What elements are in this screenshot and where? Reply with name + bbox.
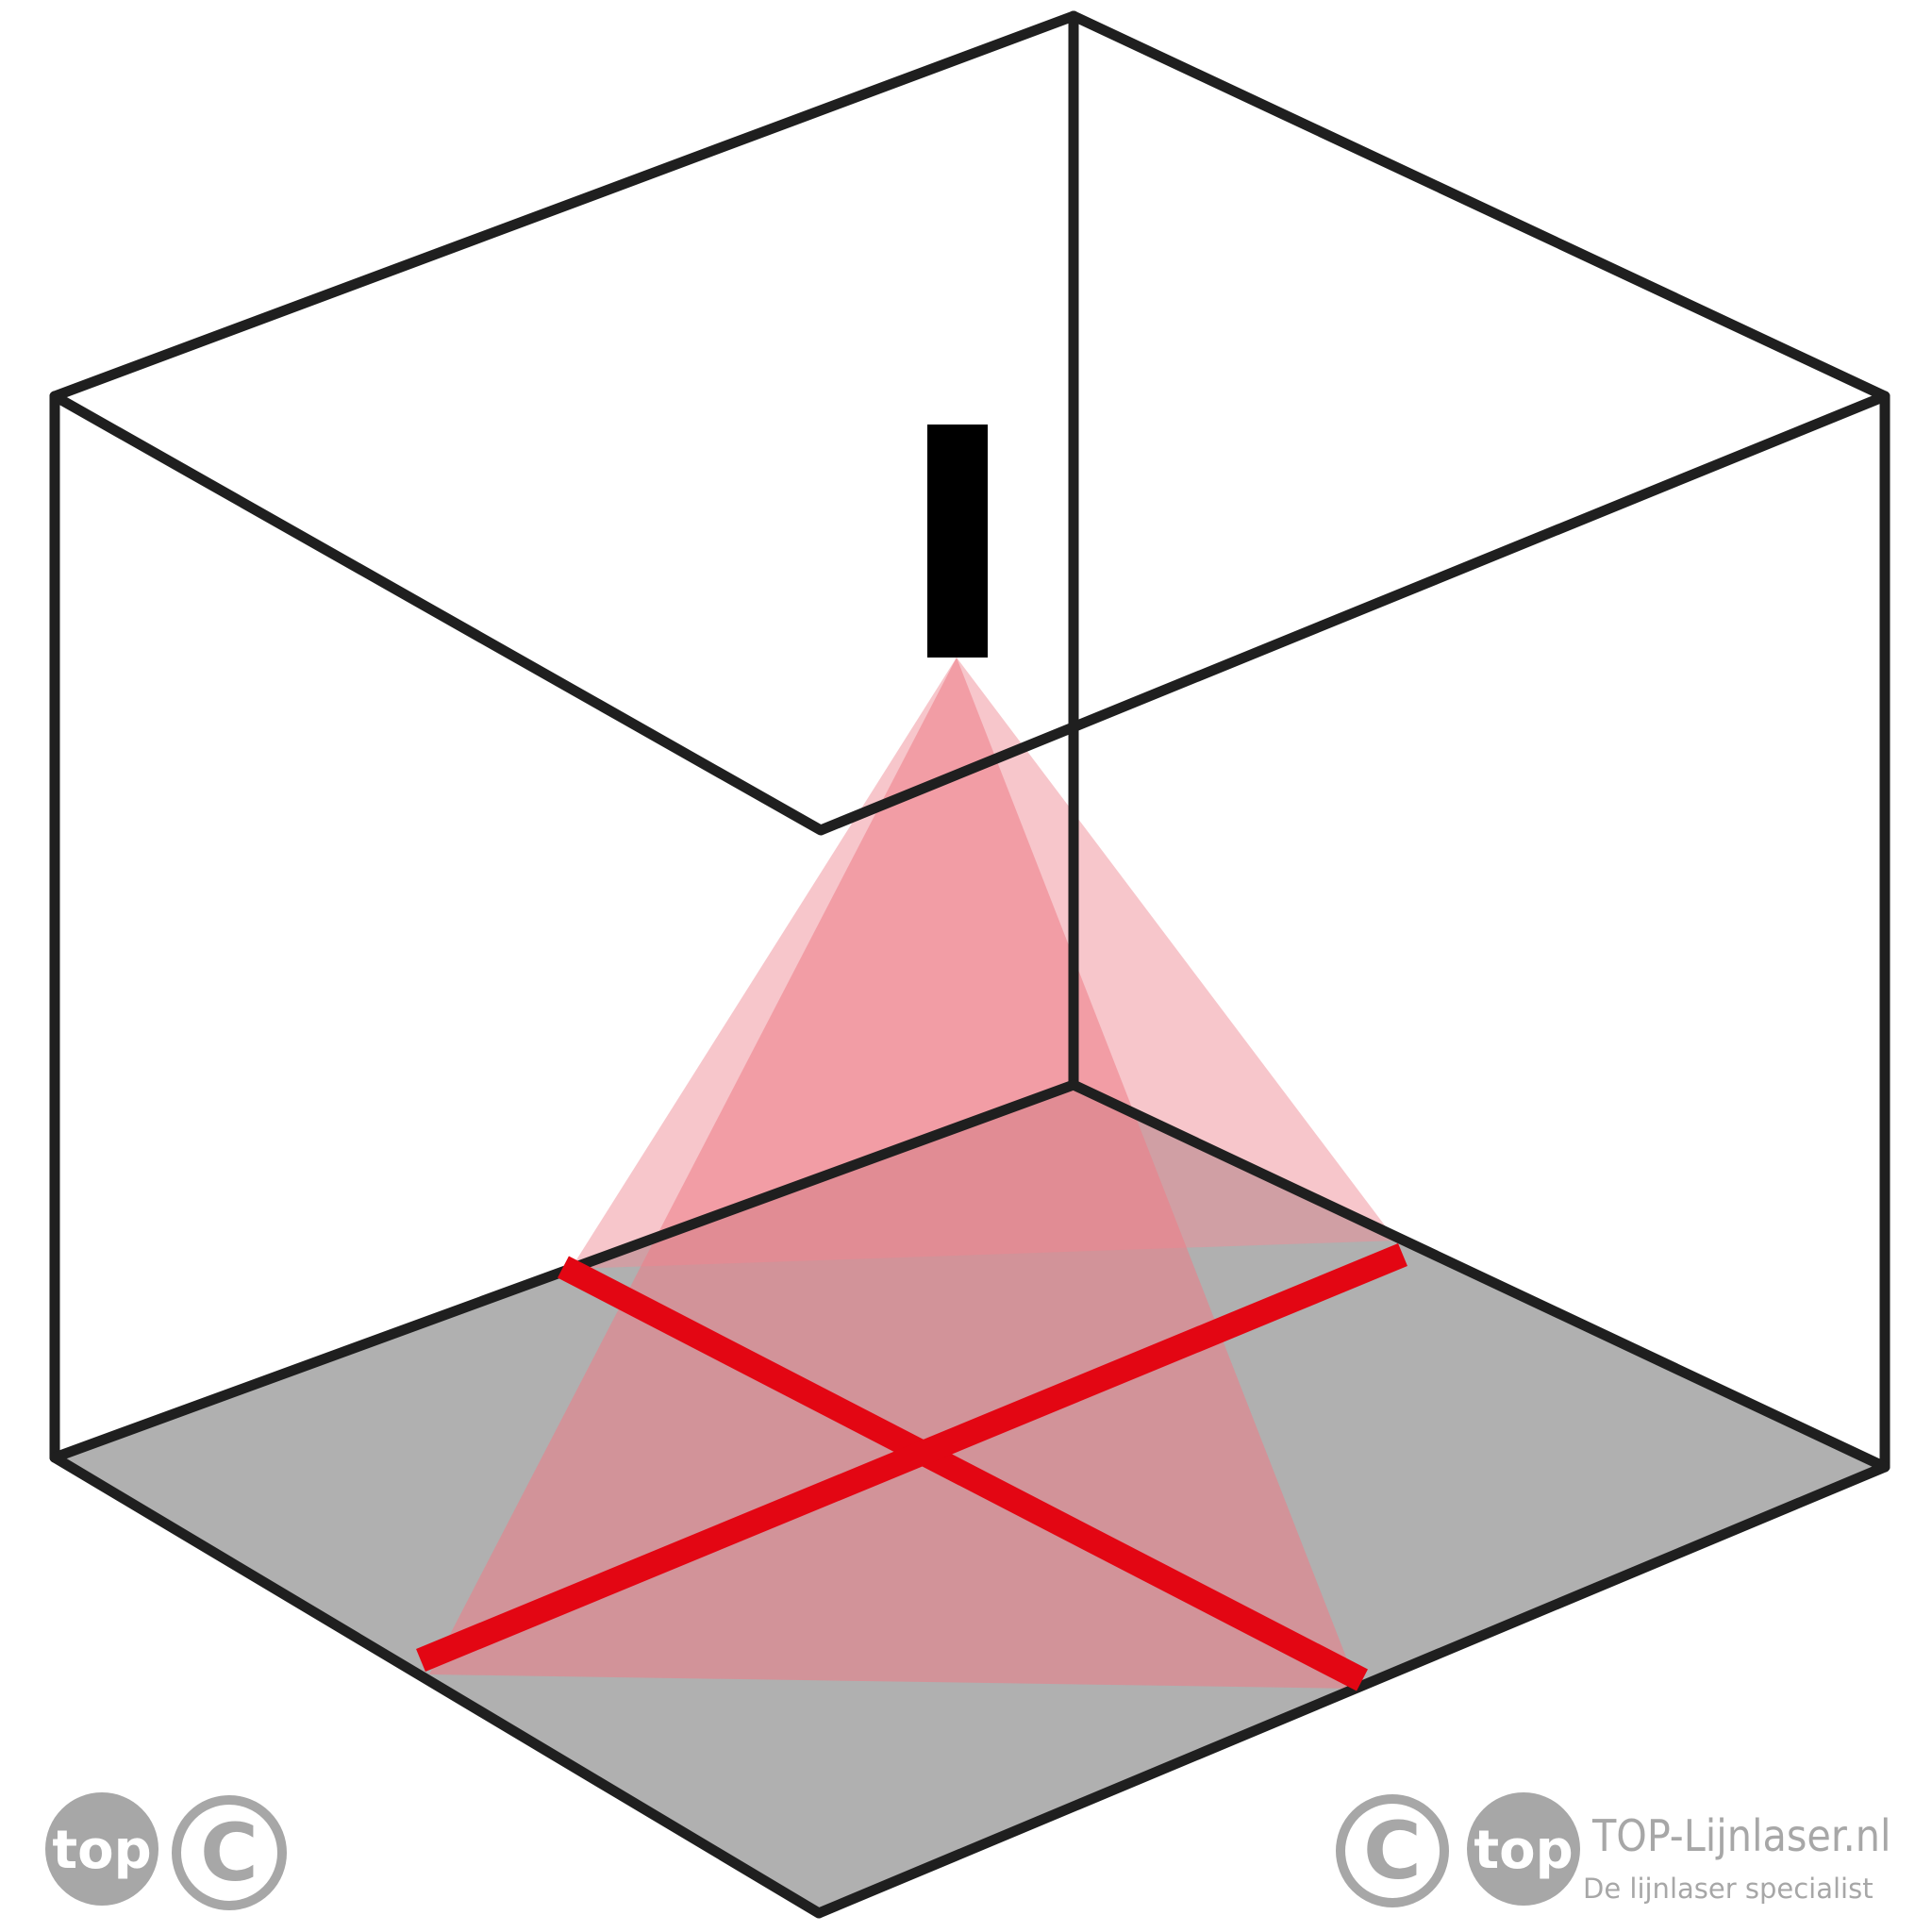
watermark-right: C top TOP-Lijnlaser.nl De lijnlaser spec… — [1336, 1792, 1891, 1907]
watermark-left: top C — [45, 1792, 287, 1910]
top-logo-text: top — [52, 1820, 151, 1881]
copyright-icon — [172, 1795, 287, 1910]
laser-device-icon — [927, 425, 988, 658]
copyright-icon — [1336, 1794, 1449, 1907]
top-logo-text: top — [1474, 1820, 1573, 1881]
top-logo-icon — [45, 1792, 158, 1906]
copyright-symbol: C — [200, 1807, 258, 1899]
laser-line-front-to-back — [558, 1256, 1368, 1691]
site-domain: TOP-Lijnlaser.nl — [1591, 1810, 1891, 1861]
cube-edges — [49, 10, 1890, 1919]
beam-fan-long — [429, 658, 1358, 1689]
copyright-symbol: C — [1363, 1805, 1422, 1897]
floor-edges — [49, 1079, 1890, 1919]
site-tagline: De lijnlaser specialist — [1583, 1873, 1874, 1905]
laser-cross-lines — [416, 1242, 1407, 1691]
laser-line-left-to-right — [416, 1242, 1407, 1673]
top-logo-icon — [1467, 1792, 1580, 1906]
